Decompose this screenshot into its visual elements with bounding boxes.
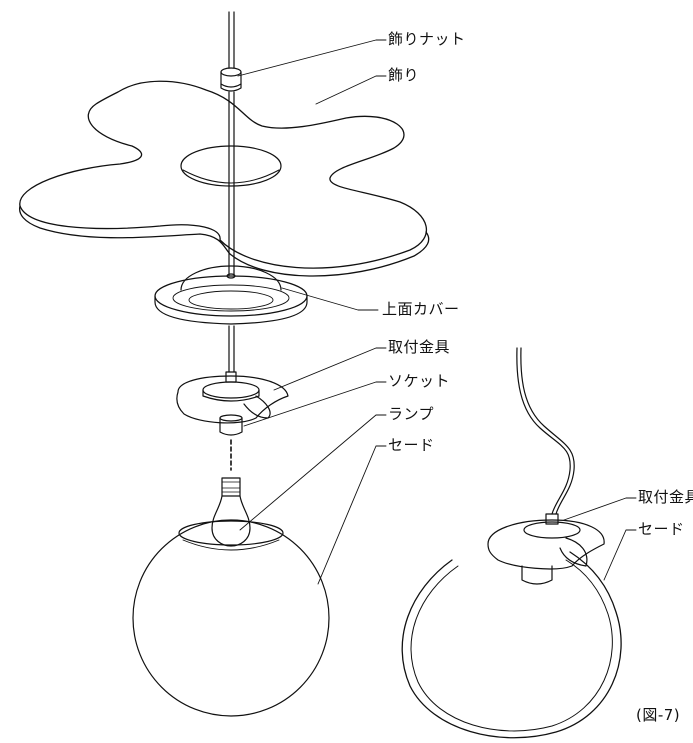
right-bracket bbox=[487, 513, 605, 585]
label-decorative-nut: 飾りナット bbox=[388, 30, 466, 48]
cord-top bbox=[228, 11, 235, 69]
decorative-nut bbox=[220, 67, 242, 92]
label-shade: セード bbox=[388, 436, 435, 454]
top-cover bbox=[154, 265, 308, 325]
lamp-bulb bbox=[211, 477, 251, 547]
label-mounting-bracket-right: 取付金具 bbox=[638, 488, 693, 506]
shade-globe-right bbox=[401, 551, 622, 739]
label-mounting-bracket: 取付金具 bbox=[388, 338, 451, 356]
socket bbox=[219, 414, 243, 436]
label-socket: ソケット bbox=[388, 372, 451, 390]
leader-lines bbox=[237, 39, 637, 585]
label-lamp: ランプ bbox=[388, 405, 435, 423]
label-top-cover: 上面カバー bbox=[382, 300, 460, 318]
cord-right bbox=[516, 347, 575, 515]
shade-globe-left bbox=[132, 519, 330, 717]
decoration-plate bbox=[18, 80, 430, 277]
figure-caption: (図-7) bbox=[636, 706, 681, 724]
label-shade-right: セード bbox=[638, 520, 685, 538]
label-decoration: 飾り bbox=[388, 66, 420, 84]
